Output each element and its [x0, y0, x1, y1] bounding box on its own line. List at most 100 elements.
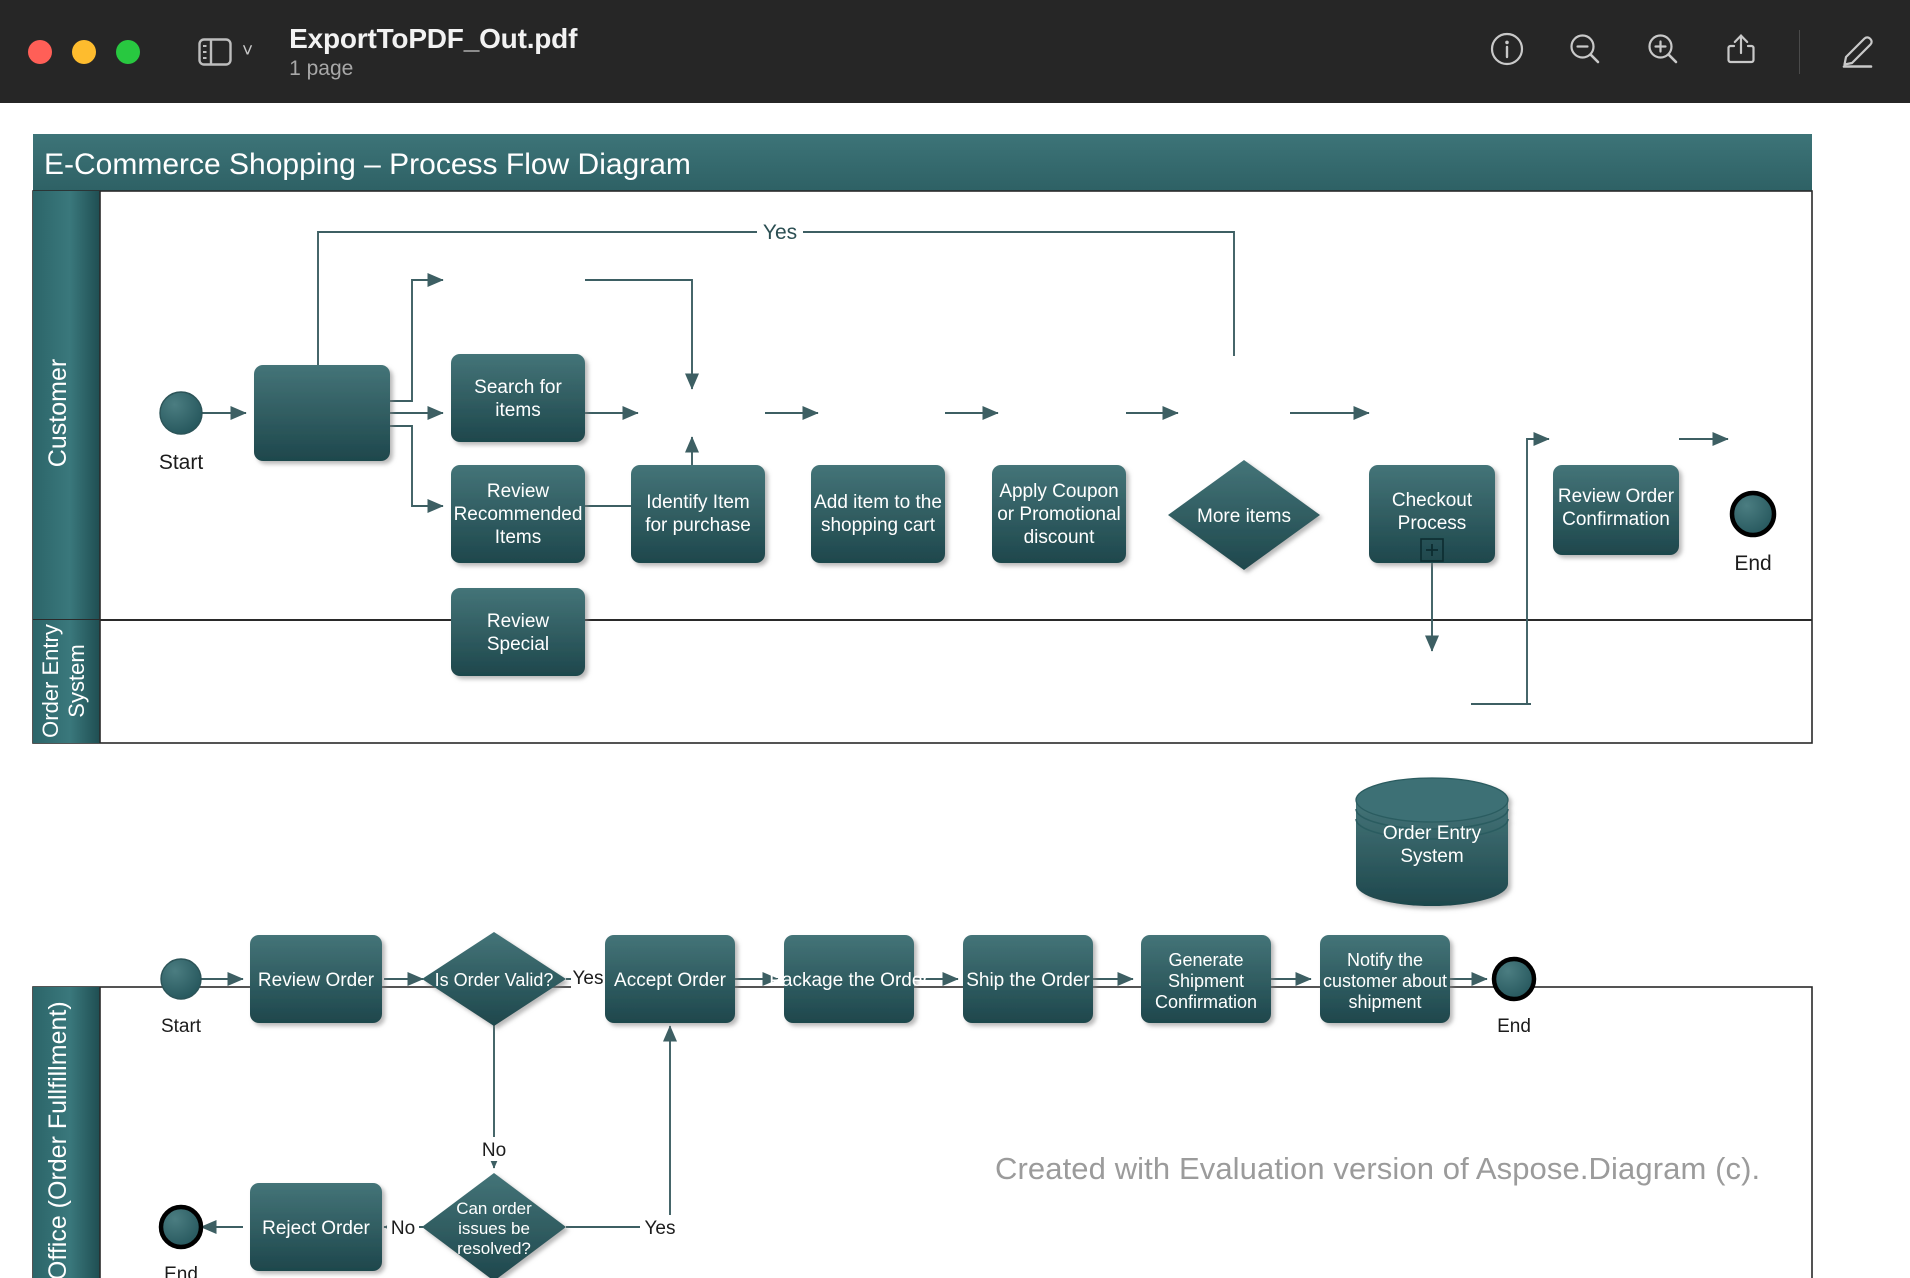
- node-recommended[interactable]: [451, 465, 585, 563]
- node-coupon-shape: [992, 465, 1126, 563]
- svg-text:shopping cart: shopping cart: [821, 515, 936, 536]
- customer-start-label: Start: [159, 451, 204, 474]
- node-addcart[interactable]: [811, 465, 945, 563]
- zoom-button[interactable]: [116, 39, 140, 64]
- window-titlebar: ˅ ExportToPDF_Out.pdf 1 page: [0, 0, 1910, 103]
- start-circle-icon-back-office: [160, 958, 202, 1000]
- chevron-down-icon: ˅: [242, 41, 254, 62]
- db-ring-1-icon: [1355, 808, 1509, 830]
- node-bo-review-label: Review Order: [258, 970, 375, 991]
- edge-db-to-review: [1471, 431, 1550, 705]
- svg-text:Review: Review: [487, 611, 550, 632]
- toolbar: [1485, 29, 1910, 74]
- node-bo-package[interactable]: [784, 935, 914, 1023]
- node-moreitems[interactable]: [1168, 460, 1320, 570]
- svg-text:the shopping: the shopping: [268, 517, 377, 538]
- minimize-button[interactable]: [72, 39, 96, 64]
- node-bo-reject-label: Reject Order: [262, 1218, 370, 1239]
- node-search-shape: [451, 354, 585, 442]
- svg-text:Checkout: Checkout: [1392, 490, 1473, 511]
- node-identify[interactable]: [631, 465, 765, 563]
- svg-text:or Promotional: or Promotional: [997, 504, 1121, 525]
- svg-text:Generate: Generate: [1168, 950, 1243, 970]
- svg-text:shipment: shipment: [1348, 992, 1421, 1012]
- node-checkout[interactable]: [1369, 465, 1495, 563]
- edge-navigate-search: [390, 272, 444, 402]
- edge-label-bg-resolve-yes: [640, 1215, 678, 1239]
- node-moreitems-label: More items: [1197, 506, 1291, 527]
- node-bo-resolve[interactable]: [422, 1173, 566, 1278]
- node-bo-notify[interactable]: [1320, 935, 1450, 1023]
- zoom-in-button[interactable]: [1641, 30, 1685, 74]
- edge-label-group-customer: Yes: [757, 219, 803, 245]
- node-search[interactable]: [451, 354, 585, 442]
- back-office-reject-end-label: End: [164, 1264, 198, 1278]
- pdf-page-canvas[interactable]: E-Commerce Shopping – Process Flow Diagr…: [0, 103, 1910, 1278]
- node-addcart-shape: [811, 465, 945, 563]
- lane-band-back-office: [33, 987, 100, 1278]
- svg-text:Items: Items: [495, 527, 541, 548]
- markup-button[interactable]: [1836, 30, 1880, 74]
- node-bo-package-shape: [784, 935, 914, 1023]
- evaluation-watermark: Created with Evaluation version of Aspos…: [995, 1151, 1761, 1186]
- edge-search-identify: [585, 279, 700, 390]
- node-recommended-shape: [451, 465, 585, 563]
- end-circle-icon-back-office: [1491, 956, 1537, 1002]
- db-top-disk-icon: [1355, 777, 1509, 823]
- back-office-end-node[interactable]: End: [1491, 956, 1537, 1037]
- close-button[interactable]: [28, 39, 52, 64]
- edge-label-more-items-yes: Yes: [763, 221, 797, 244]
- node-checkout-text: Checkout Process: [1392, 490, 1473, 534]
- share-icon: [1722, 30, 1760, 73]
- node-identify-text: Identify Item for purchase: [645, 492, 751, 536]
- sidebar-toggle-button[interactable]: ˅: [198, 37, 253, 67]
- node-coupon[interactable]: [992, 465, 1126, 563]
- svg-text:System: System: [1400, 846, 1463, 867]
- node-bo-accept[interactable]: [605, 935, 735, 1023]
- end-circle-icon: [1729, 490, 1777, 538]
- node-bo-reject[interactable]: [250, 1183, 382, 1271]
- node-revieworder[interactable]: [1553, 465, 1679, 555]
- edge-db-placeholder2: [1528, 505, 1530, 704]
- node-bo-notify-shape: [1320, 935, 1450, 1023]
- document-title-block: ExportToPDF_Out.pdf 1 page: [289, 22, 577, 82]
- svg-text:Recommended: Recommended: [454, 504, 583, 525]
- node-bo-generate[interactable]: [1141, 935, 1271, 1023]
- svg-text:Review: Review: [487, 481, 550, 502]
- info-icon: [1488, 30, 1526, 73]
- back-office-start-node[interactable]: Start: [160, 958, 202, 1037]
- svg-text:Confirmation: Confirmation: [1155, 992, 1257, 1012]
- svg-text:Confirmation: Confirmation: [1562, 509, 1670, 530]
- db-ring-2-icon: [1355, 818, 1509, 840]
- edge-bo-resolve-yes-accept: [566, 1025, 678, 1228]
- back-office-reject-end-node[interactable]: End: [158, 1204, 204, 1278]
- node-order-entry-database[interactable]: [1355, 777, 1509, 906]
- node-special[interactable]: [451, 588, 585, 676]
- end-circle-icon-reject: [158, 1204, 204, 1250]
- node-search-text: Search for items: [474, 377, 562, 421]
- connector-group-customer: [198, 231, 1729, 705]
- node-bo-ship-label: Ship the Order: [966, 970, 1090, 991]
- node-bo-generate-shape: [1141, 935, 1271, 1023]
- svg-text:Can order: Can order: [456, 1199, 532, 1218]
- edge-label-bg-yes: [757, 219, 803, 245]
- edge-label-valid-yes: Yes: [573, 968, 604, 989]
- node-navigate-shape: [254, 365, 390, 461]
- edge-label-bg-resolve-no: [387, 1215, 419, 1239]
- node-moreitems-shape: [1168, 460, 1320, 570]
- node-navigate[interactable]: [254, 365, 390, 461]
- info-button[interactable]: [1485, 30, 1529, 74]
- traffic-light-group: [28, 39, 140, 64]
- node-order-entry-database-text: Order Entry System: [1383, 823, 1482, 867]
- customer-end-node[interactable]: End: [1729, 490, 1777, 575]
- pool-customer-orderentry: E-Commerce Shopping – Process Flow Diagr…: [32, 134, 1813, 906]
- node-bo-valid[interactable]: [422, 932, 566, 1026]
- node-bo-valid-label: Is Order Valid?: [435, 970, 554, 990]
- zoom-out-button[interactable]: [1563, 30, 1607, 74]
- back-office-end-label: End: [1497, 1016, 1531, 1037]
- svg-text:Apply Coupon: Apply Coupon: [999, 481, 1118, 502]
- share-button[interactable]: [1719, 30, 1763, 74]
- customer-start-node[interactable]: Start: [159, 391, 204, 474]
- node-bo-review[interactable]: [250, 935, 382, 1023]
- node-bo-ship[interactable]: [963, 935, 1093, 1023]
